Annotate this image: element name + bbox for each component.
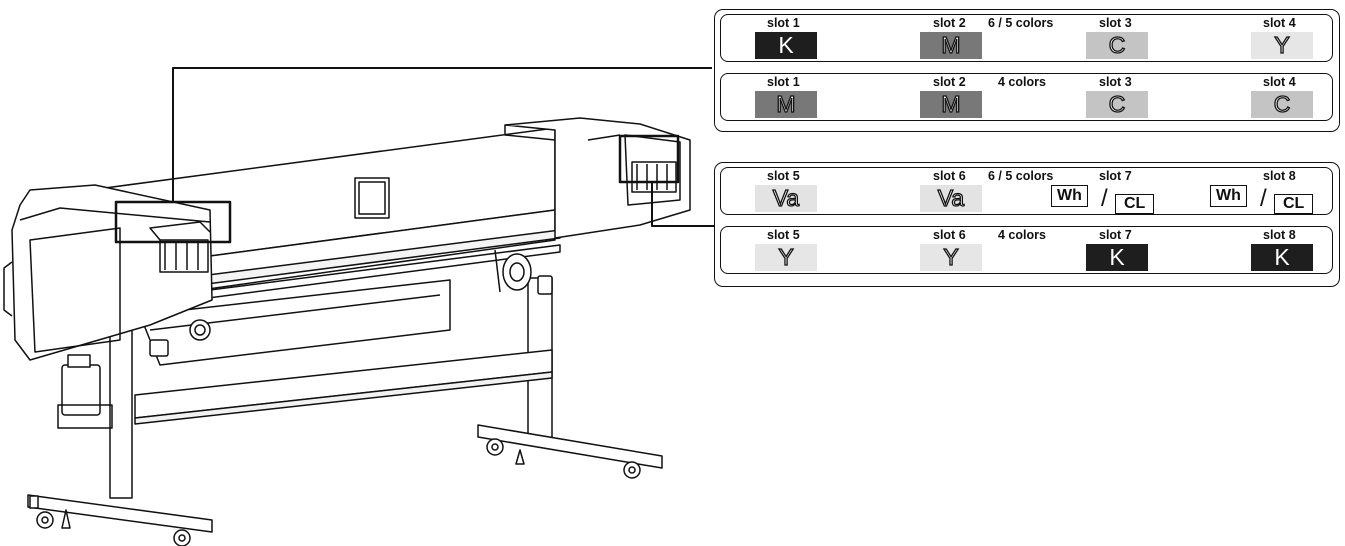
ink-chip-m: M: [920, 91, 982, 118]
mode-label: 6 / 5 colors: [988, 169, 1054, 183]
slot-label: slot 2: [933, 16, 966, 30]
ink-chip-c: C: [1251, 91, 1313, 118]
slot-label: slot 5: [767, 169, 800, 183]
slot-label: slot 6: [933, 169, 966, 183]
ink-chip-m: M: [755, 91, 817, 118]
slot-label: slot 1: [767, 16, 800, 30]
ink-chip-k: K: [755, 32, 817, 59]
left-end-housing: [3, 184, 213, 361]
ink-slot-panel-1-4: 6 / 5 colors slot 1 K slot 2 M slot 3 C …: [714, 9, 1340, 132]
slot-label: slot 4: [1263, 75, 1296, 89]
slot-label: slot 4: [1263, 16, 1296, 30]
slash-divider: /: [1260, 185, 1267, 212]
slot-label: slot 2: [933, 75, 966, 89]
ink-chip-va: Va: [755, 185, 817, 212]
slot-label: slot 1: [767, 75, 800, 89]
mode-label: 6 / 5 colors: [988, 16, 1054, 30]
ink-chip-va: Va: [920, 185, 982, 212]
slot-row-1-4-six-five-colors: 6 / 5 colors slot 1 K slot 2 M slot 3 C …: [720, 14, 1333, 62]
slot-row-1-4-four-colors: 4 colors slot 1 M slot 2 M slot 3 C slot…: [720, 73, 1333, 121]
ink-chip-m: M: [920, 32, 982, 59]
ink-chip-wh-cl: Wh / CL: [1051, 185, 1171, 215]
slot-label: slot 6: [933, 228, 966, 242]
ink-slot-highlight-rear: [618, 134, 680, 184]
slot-label: slot 5: [767, 228, 800, 242]
ink-chip-k: K: [1086, 244, 1148, 271]
ink-slot-panel-5-8: 6 / 5 colors slot 5 Va slot 6 Va slot 7 …: [714, 162, 1340, 287]
mode-label: 4 colors: [998, 228, 1046, 242]
ink-chip-wh: Wh: [1051, 185, 1088, 207]
slot-label: slot 8: [1263, 169, 1296, 183]
mode-label: 4 colors: [998, 75, 1046, 89]
right-end-housing: [504, 117, 691, 239]
cross-bar: [134, 349, 553, 425]
ink-chip-c: C: [1086, 32, 1148, 59]
take-up-roller: [494, 249, 553, 295]
ink-chip-wh: Wh: [1210, 185, 1247, 207]
printer-illustration: [3, 67, 712, 546]
left-stand: [27, 329, 213, 546]
leader-line-front: [172, 67, 712, 202]
ink-chip-k: K: [1251, 244, 1313, 271]
ink-chip-y: Y: [755, 244, 817, 271]
slot-label: slot 3: [1099, 75, 1132, 89]
slot-label: slot 7: [1099, 169, 1132, 183]
ink-chip-c: C: [1086, 91, 1148, 118]
ink-chip-cl: CL: [1115, 194, 1155, 214]
ink-chip-y: Y: [1251, 32, 1313, 59]
slot-label: slot 3: [1099, 16, 1132, 30]
ink-chip-cl: CL: [1274, 194, 1314, 214]
slot-label: slot 8: [1263, 228, 1296, 242]
slash-divider: /: [1101, 185, 1108, 212]
slot-label: slot 7: [1099, 228, 1132, 242]
slot-row-5-8-four-colors: 4 colors slot 5 Y slot 6 Y slot 7 K slot…: [720, 226, 1333, 274]
slot-row-5-8-six-five-colors: 6 / 5 colors slot 5 Va slot 6 Va slot 7 …: [720, 167, 1333, 215]
waste-ink-bottle: [57, 329, 113, 429]
leader-line-rear: [651, 182, 712, 227]
ink-chip-y: Y: [920, 244, 982, 271]
ink-chip-wh-cl: Wh / CL: [1210, 185, 1330, 215]
